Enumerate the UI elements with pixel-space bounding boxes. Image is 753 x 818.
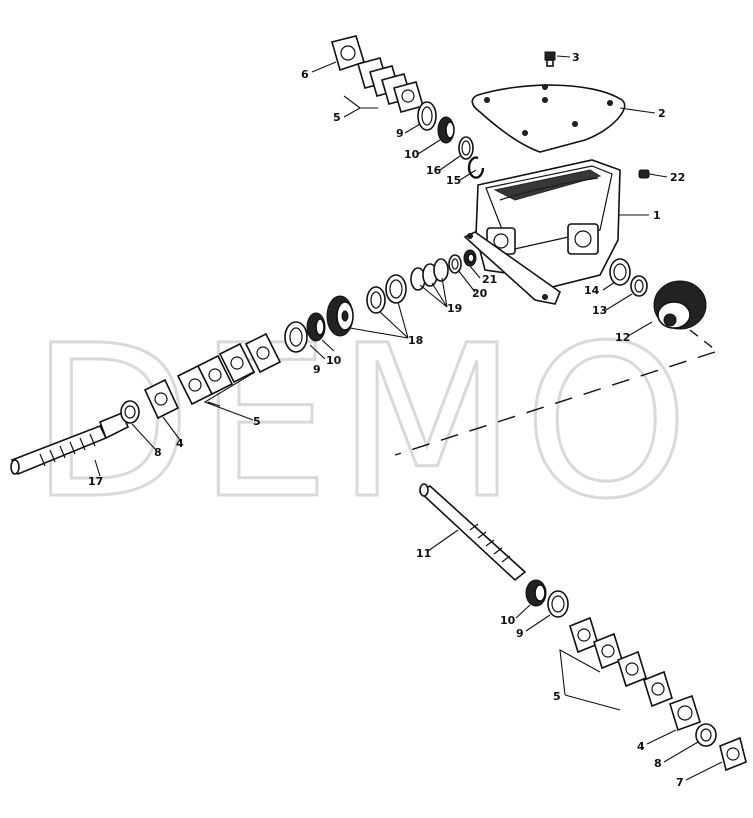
lower-flange-cap: [669, 694, 701, 732]
callout-18: 18: [408, 334, 423, 347]
callout-4-left: 4: [176, 437, 184, 450]
callout-10-upper: 10: [404, 148, 420, 161]
mid-washer-b: [385, 274, 407, 304]
input-shaft: [10, 411, 130, 476]
callout-5-left: 5: [253, 415, 261, 428]
right-bearing-cup: [609, 258, 631, 286]
callout-4-lower: 4: [637, 740, 645, 753]
callout-5-lower: 5: [553, 690, 561, 703]
dashed-centerline: [394, 351, 716, 456]
callout-9-upper: 9: [396, 127, 404, 140]
callout-9-mid: 9: [313, 363, 321, 376]
lower-gasket-set: [569, 616, 673, 708]
lower-end-cap: [719, 736, 747, 772]
upper-snap-ring: [467, 156, 485, 179]
upper-gasket-set: [357, 57, 424, 113]
callout-13: 13: [592, 304, 607, 317]
output-shaft: [418, 483, 527, 582]
leader-lines: [94, 55, 723, 781]
gear-housing: [463, 159, 621, 305]
callout-21: 21: [482, 273, 497, 286]
callout-5-upper: 5: [333, 111, 341, 124]
mid-gear: [326, 295, 354, 337]
callout-20: 20: [472, 287, 488, 300]
callout-10-lower: 10: [500, 614, 516, 627]
mid-washer-a: [366, 286, 386, 314]
upper-flange-cap: [331, 35, 365, 72]
lower-bearing-cup: [547, 590, 569, 618]
right-gear: [653, 280, 707, 330]
callout-10-mid: 10: [326, 354, 342, 367]
small-washer: [448, 254, 462, 274]
lower-seal: [695, 723, 717, 747]
dashed-centerline-short: [689, 329, 719, 353]
upper-bearing-cone: [437, 116, 455, 144]
cover-plate: [471, 84, 626, 153]
left-flange-cap: [143, 378, 180, 420]
callout-8-lower: 8: [654, 757, 662, 770]
mid-bearing-cone: [306, 312, 326, 342]
shim-set: [410, 258, 449, 291]
lower-bearing-cone: [525, 579, 547, 607]
callout-7: 7: [676, 776, 684, 789]
callout-17: 17: [88, 475, 103, 488]
callout-8-left: 8: [154, 446, 162, 459]
callout-1: 1: [653, 209, 661, 222]
callout-11: 11: [416, 547, 431, 560]
left-seal: [120, 400, 140, 424]
callout-9-lower: 9: [516, 627, 524, 640]
upper-bearing-cup: [417, 101, 437, 131]
right-washer: [630, 275, 648, 297]
watermark: DEMO: [30, 300, 695, 545]
callout-15: 15: [446, 174, 461, 187]
bolt: [544, 51, 556, 67]
callout-22: 22: [670, 171, 685, 184]
nut: [463, 249, 477, 267]
callout-16: 16: [426, 164, 442, 177]
callout-3: 3: [572, 51, 580, 64]
callout-6: 6: [301, 68, 309, 81]
callout-12: 12: [615, 331, 630, 344]
callout-2: 2: [658, 107, 666, 120]
left-gasket-set: [176, 332, 282, 406]
plug: [638, 169, 650, 179]
upper-spacer: [458, 136, 474, 160]
callout-labels: 6 3 2 5 9 10 16 15 22 1 21 20 19 14 13 1…: [88, 51, 685, 789]
callout-19: 19: [447, 302, 462, 315]
mid-bearing-cup: [284, 321, 308, 353]
callout-14: 14: [584, 284, 600, 297]
